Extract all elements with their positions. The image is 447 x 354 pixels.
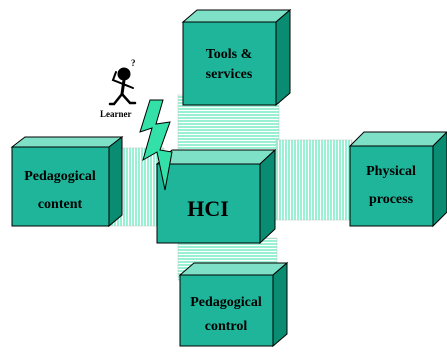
learner-thought-mark: ?: [131, 58, 136, 68]
pedagogical-control-line1: Pedagogical: [190, 295, 262, 310]
pedagogical-content-line2: content: [38, 197, 83, 212]
learner-figure-icon: [108, 67, 137, 106]
hci-label: HCI: [187, 196, 229, 221]
physical-process-line1: Physical: [366, 164, 416, 179]
lightning-bolt-icon: [139, 99, 173, 191]
box-pedagogical-control: Pedagogical control: [178, 261, 289, 348]
box-physical-process: Physical process: [348, 131, 447, 228]
box-tools-services: Tools & services: [181, 8, 292, 107]
box-pedagogical-content: Pedagogical content: [10, 135, 124, 228]
physical-process-line2: process: [369, 192, 414, 207]
learner-label: Learner: [100, 109, 132, 119]
tools-label-line2: services: [206, 67, 253, 82]
pedagogical-control-line2: control: [205, 319, 248, 334]
pedagogical-content-line1: Pedagogical: [24, 169, 96, 184]
tools-label-line1: Tools &: [206, 47, 253, 62]
box-hci: HCI: [155, 148, 277, 245]
connector-right: [275, 139, 353, 221]
